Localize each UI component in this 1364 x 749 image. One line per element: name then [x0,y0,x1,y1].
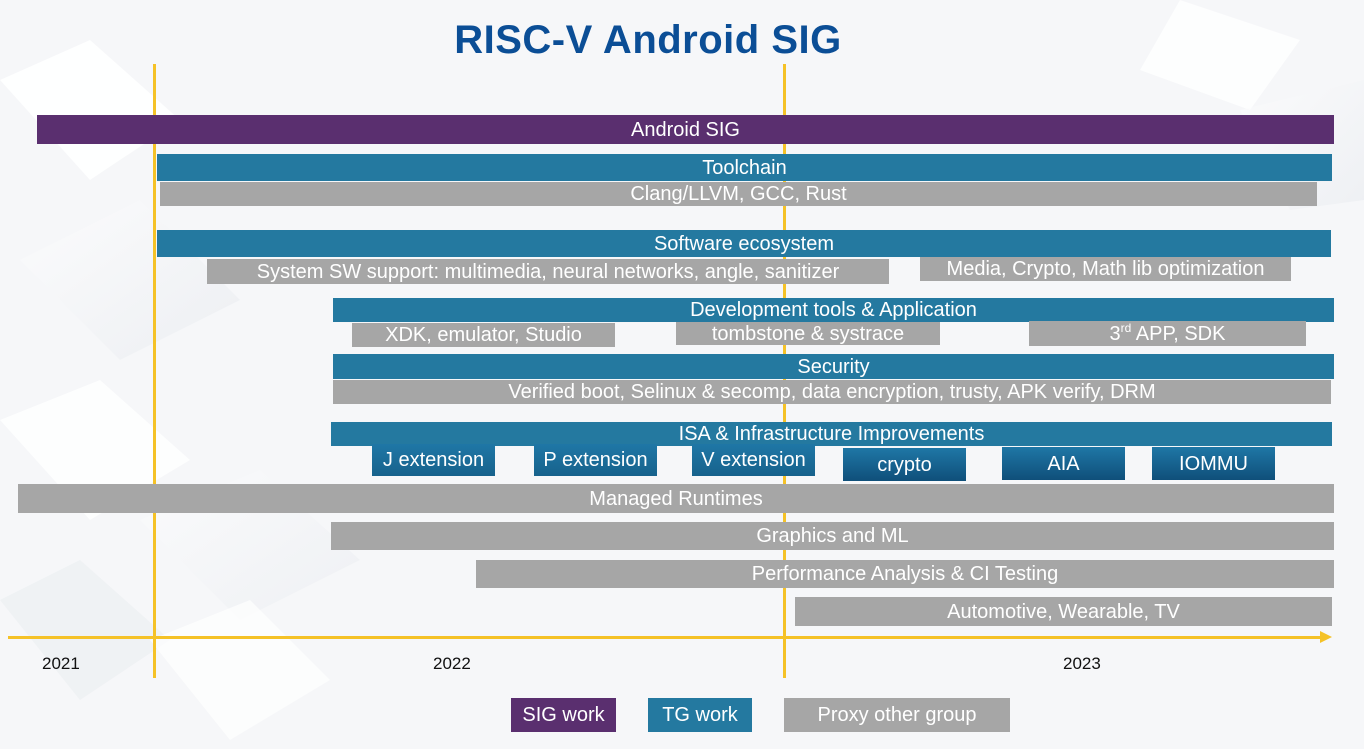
legend-sig-work: SIG work [511,698,616,732]
bar-security-sub: Verified boot, Selinux & secomp, data en… [333,380,1331,404]
third-app-prefix: 3 [1109,322,1121,345]
bar-toolchain: Toolchain [157,154,1332,181]
bar-j-extension: J extension [372,444,495,476]
legend-tg-work: TG work [648,698,752,732]
bar-v-extension: V extension [692,444,815,476]
bar-security: Security [333,354,1334,379]
bar-automotive: Automotive, Wearable, TV [795,597,1332,626]
third-app-sup: rd [1120,320,1132,335]
bar-isa: ISA & Infrastructure Improvements [331,422,1332,446]
bar-p-extension: P extension [534,444,657,476]
page-title: RISC-V Android SIG [454,18,842,62]
bar-tombstone: tombstone & systrace [676,322,940,345]
year-label-2022: 2022 [433,654,471,673]
year-label-2023: 2023 [1063,654,1101,673]
bar-android-sig: Android SIG [37,115,1334,144]
bar-toolchain-sub: Clang/LLVM, GCC, Rust [160,182,1317,206]
bar-media-crypto: Media, Crypto, Math lib optimization [920,257,1291,281]
third-app-suffix: APP, SDK [1131,322,1226,345]
bar-xdk: XDK, emulator, Studio [352,323,615,347]
timeline-arrow-icon [1320,631,1332,643]
legend-proxy-other-group: Proxy other group [784,698,1010,732]
timeline-marker-2021 [153,64,156,678]
bar-managed-runtimes: Managed Runtimes [18,484,1334,513]
bar-perf-ci: Performance Analysis & CI Testing [476,560,1334,588]
bar-aia: AIA [1002,447,1125,480]
bar-crypto: crypto [843,448,966,481]
bar-system-sw: System SW support: multimedia, neural ne… [207,259,889,284]
bar-graphics-ml: Graphics and ML [331,522,1334,550]
bar-dev-tools: Development tools & Application [333,298,1334,322]
timeline-axis [8,636,1324,639]
year-label-2021: 2021 [42,654,80,673]
bar-software-ecosystem: Software ecosystem [157,230,1331,257]
bar-iommu: IOMMU [1152,447,1275,480]
